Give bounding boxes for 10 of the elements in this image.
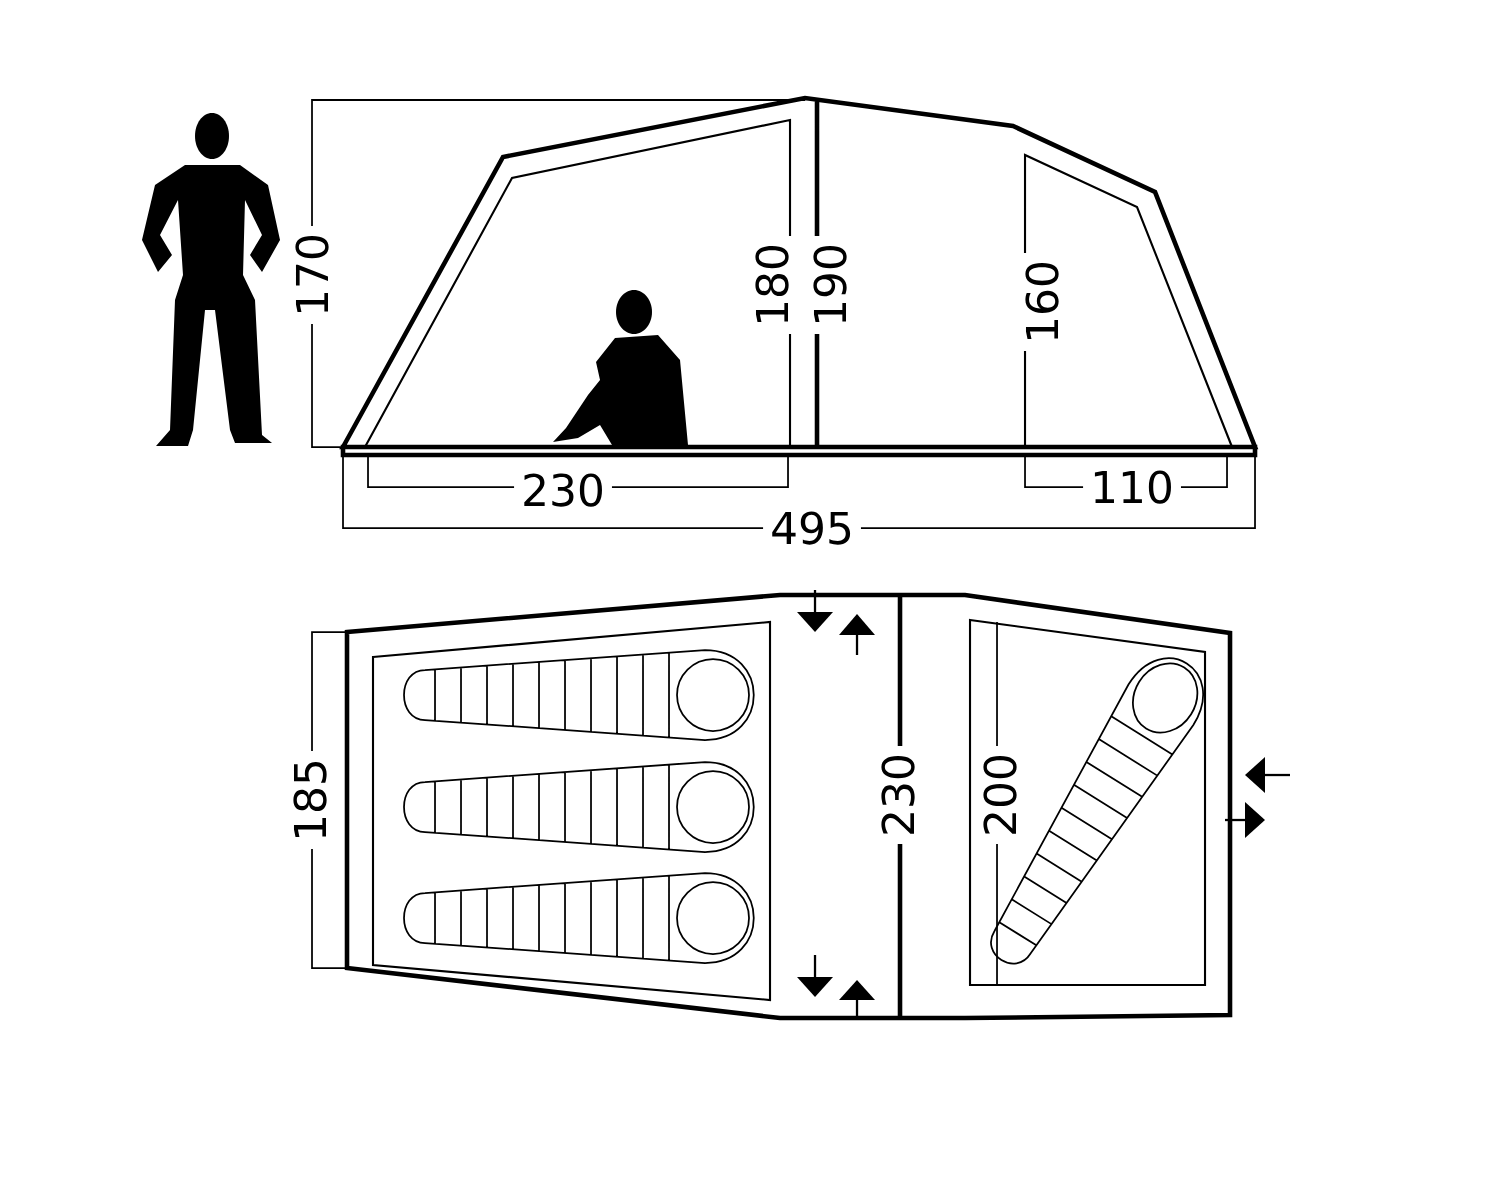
- dimension-label: 110: [1083, 463, 1181, 511]
- dimension-label: 495: [763, 504, 861, 552]
- dimension-label: 160: [1018, 253, 1066, 351]
- dimension-label: 230: [514, 466, 612, 514]
- dimension-label: 230: [874, 746, 922, 844]
- dimension-label: 170: [288, 226, 336, 324]
- dimension-label: 200: [976, 746, 1024, 844]
- dimension-label: 190: [806, 236, 854, 334]
- dimension-label: 185: [286, 751, 334, 849]
- dimension-label: 180: [748, 236, 796, 334]
